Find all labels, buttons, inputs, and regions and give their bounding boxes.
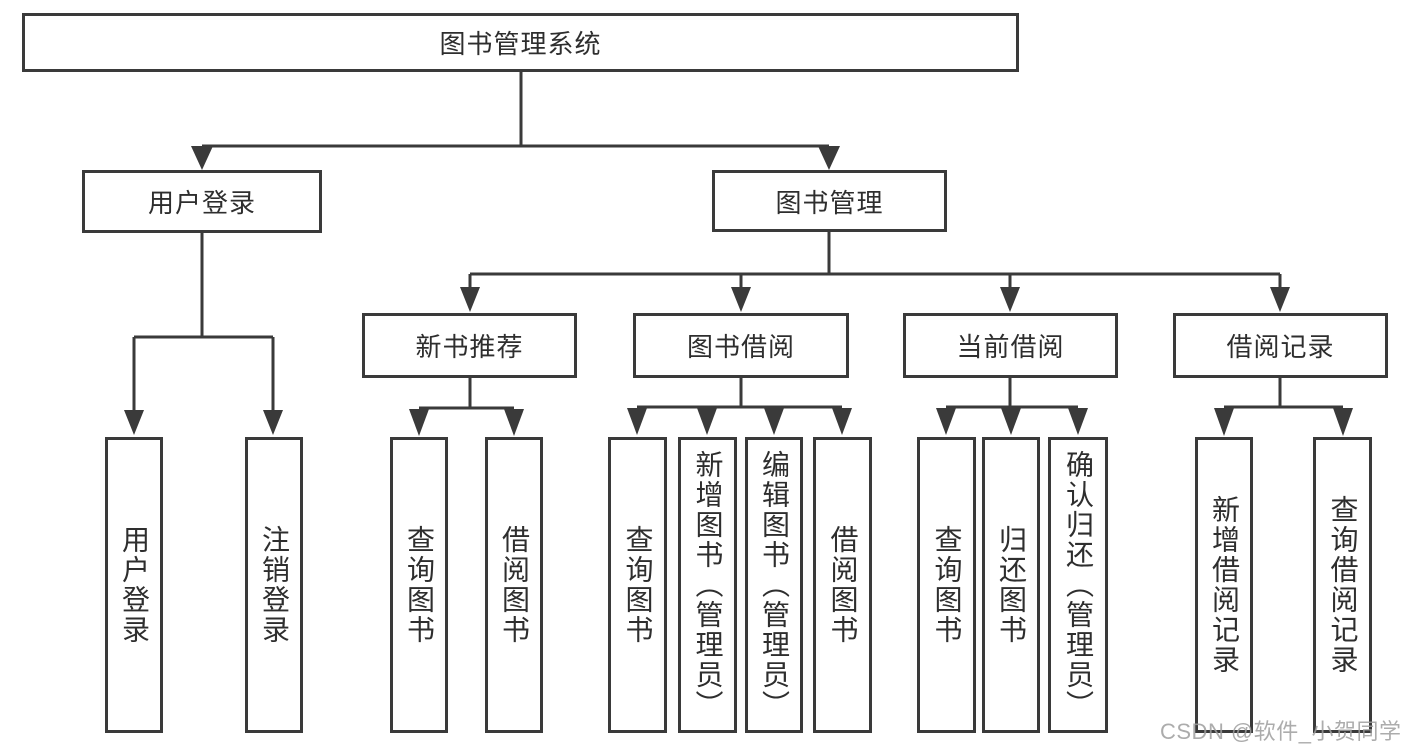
node-leaf-logout-label: 注销登录 — [259, 525, 290, 645]
node-leaf-edit-book-admin-label: 编辑图书（管理员） — [759, 450, 790, 720]
node-new-book-recommend: 新书推荐 — [362, 313, 577, 378]
node-leaf-borrowing-borrow-book-label: 借阅图书 — [827, 525, 859, 645]
node-leaf-add-borrow-record: 新增借阅记录 — [1195, 437, 1253, 733]
node-borrowing-records: 借阅记录 — [1173, 313, 1388, 378]
node-new-book-recommend-label: 新书推荐 — [415, 332, 524, 362]
node-leaf-user-login-label: 用户登录 — [119, 525, 150, 645]
node-leaf-confirm-return-admin: 确认归还（管理员） — [1048, 437, 1108, 733]
node-current-borrowing-label: 当前借阅 — [956, 332, 1065, 362]
node-book-management: 图书管理 — [712, 170, 947, 232]
node-current-borrowing: 当前借阅 — [903, 313, 1118, 378]
node-leaf-recommend-borrow-book: 借阅图书 — [485, 437, 543, 733]
node-book-management-label: 图书管理 — [775, 187, 884, 218]
node-user-login: 用户登录 — [82, 170, 322, 233]
node-leaf-add-borrow-record-label: 新增借阅记录 — [1209, 495, 1240, 675]
csdn-watermark: CSDN @软件_小贺同学 — [1160, 719, 1402, 744]
node-leaf-borrowing-query-book: 查询图书 — [608, 437, 667, 733]
node-leaf-edit-book-admin: 编辑图书（管理员） — [745, 437, 803, 733]
node-leaf-recommend-borrow-book-label: 借阅图书 — [499, 525, 530, 645]
node-leaf-borrowing-borrow-book: 借阅图书 — [813, 437, 872, 733]
node-leaf-query-borrow-record: 查询借阅记录 — [1313, 437, 1372, 733]
node-library-management-system: 图书管理系统 — [22, 13, 1019, 72]
node-library-management-system-label: 图书管理系统 — [439, 29, 602, 59]
node-leaf-borrowing-query-book-label: 查询图书 — [622, 525, 654, 645]
node-leaf-recommend-query-book: 查询图书 — [390, 437, 448, 733]
node-book-borrowing: 图书借阅 — [633, 313, 849, 378]
node-leaf-return-book-label: 归还图书 — [996, 525, 1027, 645]
node-user-login-label: 用户登录 — [147, 188, 256, 218]
node-leaf-confirm-return-admin-label: 确认归还（管理员） — [1063, 450, 1094, 720]
node-borrowing-records-label: 借阅记录 — [1226, 332, 1335, 362]
node-leaf-current-query-book: 查询图书 — [917, 437, 976, 733]
node-book-borrowing-label: 图书借阅 — [686, 332, 795, 362]
node-leaf-query-borrow-record-label: 查询借阅记录 — [1327, 495, 1359, 675]
node-leaf-return-book: 归还图书 — [982, 437, 1040, 733]
node-leaf-add-book-admin: 新增图书（管理员） — [678, 437, 737, 733]
node-leaf-recommend-query-book-label: 查询图书 — [404, 525, 435, 645]
node-leaf-current-query-book-label: 查询图书 — [931, 525, 963, 645]
node-leaf-add-book-admin-label: 新增图书（管理员） — [692, 450, 724, 720]
node-leaf-logout: 注销登录 — [245, 437, 303, 733]
node-leaf-user-login: 用户登录 — [105, 437, 163, 733]
